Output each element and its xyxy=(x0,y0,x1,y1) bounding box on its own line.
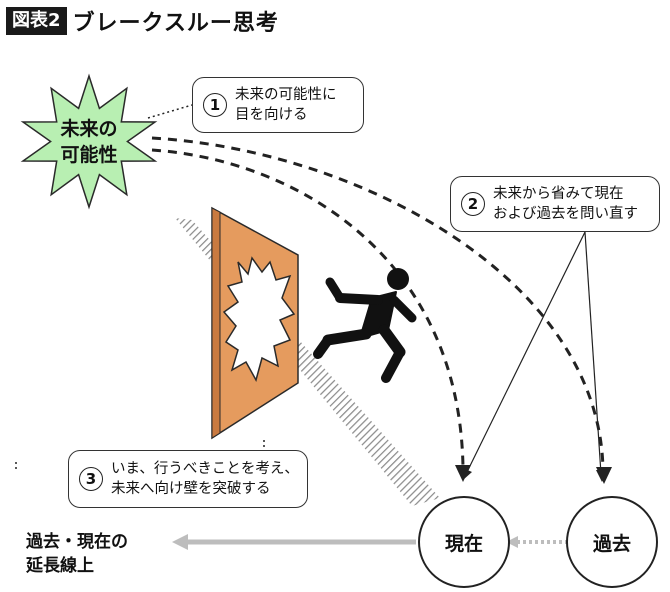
callout-text: 未来から省みて現在 および過去を問い直す xyxy=(493,186,638,222)
callout-1: 1 未来の可能性に 目を向ける xyxy=(192,77,364,133)
step-number: 1 xyxy=(203,93,227,117)
future-possibility-label: 未来の 可能性 xyxy=(60,118,118,166)
figure-number: 図表2 xyxy=(6,7,67,35)
step-number: 3 xyxy=(79,467,103,491)
dashed-arc-to-past xyxy=(151,136,605,471)
jumping-person-icon xyxy=(313,268,417,383)
breakthrough-star-icon xyxy=(20,73,158,210)
callout-text: いま、行うべきことを考え、 未来へ向け壁を突破する xyxy=(111,461,299,497)
figure-header: 図表2 ブレークスルー思考 xyxy=(6,6,279,36)
extension-line-label: 過去・現在の 延長線上 xyxy=(26,532,128,576)
dashed-arc-to-present xyxy=(151,148,465,469)
present-node: 現在 xyxy=(418,496,510,588)
callout-2: 2 未来から省みて現在 および過去を問い直す xyxy=(450,176,660,232)
callout-text: 未来の可能性に 目を向ける xyxy=(235,87,337,123)
step-number: 2 xyxy=(461,192,485,216)
past-node: 過去 xyxy=(566,496,658,588)
wall-hole xyxy=(222,256,296,382)
callout-3: 3 いま、行うべきことを考え、 未来へ向け壁を突破する xyxy=(68,450,308,508)
figure-title: ブレークスルー思考 xyxy=(72,11,279,36)
